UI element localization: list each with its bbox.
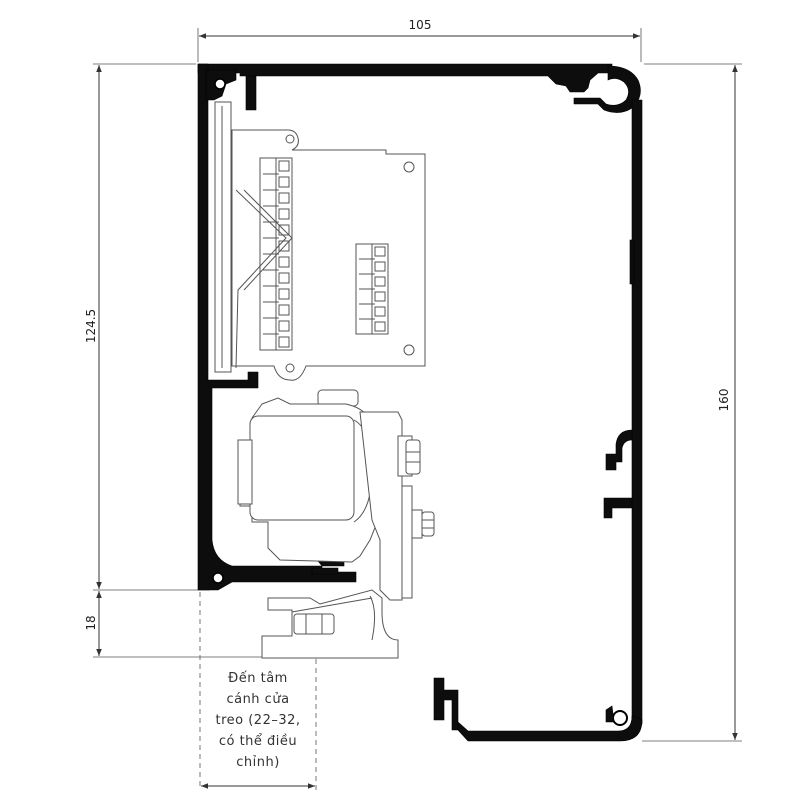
motor-mount-plate [359,411,403,601]
terminal-cell [374,321,386,332]
profile-right-wall [631,99,643,725]
note-line-1: Đến tâm [228,671,288,686]
note-line-5: chỉnh) [236,755,280,770]
control-board [214,101,426,381]
profile-bottom-lip [433,677,459,731]
terminal-cell [374,306,386,317]
note-line-3: treo (22–32, [215,713,300,728]
terminal-cell [374,261,386,272]
door-center-note: Đến tâm cánh cửa treo (22–32, có thể điề… [215,671,300,770]
terminal-block-small [355,243,389,335]
profile-left-wall [197,63,357,591]
terminal-cell [278,320,290,332]
dimension-width-label: 105 [409,18,432,32]
profile-top-wall [197,63,613,93]
dimension-total-height-label: 160 [717,389,731,412]
terminal-cell [278,336,290,348]
motor-housing [249,415,355,521]
terminal-cell [278,288,290,300]
dimension-width: 105 [197,18,642,62]
profile-right-rib [629,239,635,285]
dimension-upper-height: 124.5 [84,63,210,591]
motor-assembly [237,389,435,659]
terminal-cell [374,246,386,257]
terminal-cell [278,176,290,188]
wiring [235,189,287,369]
dimension-lower-height-label: 18 [84,615,98,630]
profile-top-right-hook [573,65,641,113]
hex-nut-lower [401,485,435,599]
terminal-cell [278,256,290,268]
terminal-cell [278,208,290,220]
dimension-upper-height-label: 124.5 [84,309,98,343]
note-line-2: cánh cửa [226,692,289,707]
dimension-total-height: 160 [642,63,742,742]
terminal-cell [374,291,386,302]
hex-nut-upper [397,435,421,477]
terminal-cell [374,276,386,287]
aluminium-profile [197,63,643,742]
terminal-cell [278,272,290,284]
profile-right-slot-lower [603,497,633,519]
profile-right-slot-upper [605,429,633,471]
board-mount-rail [214,101,232,373]
note-line-4: có thể điều [219,734,297,749]
terminal-block-main [259,157,293,351]
terminal-cell [278,192,290,204]
terminal-cell [278,304,290,316]
bracket-bolt-head [293,613,335,635]
terminal-cell [278,160,290,172]
dimension-door-center [199,592,317,790]
